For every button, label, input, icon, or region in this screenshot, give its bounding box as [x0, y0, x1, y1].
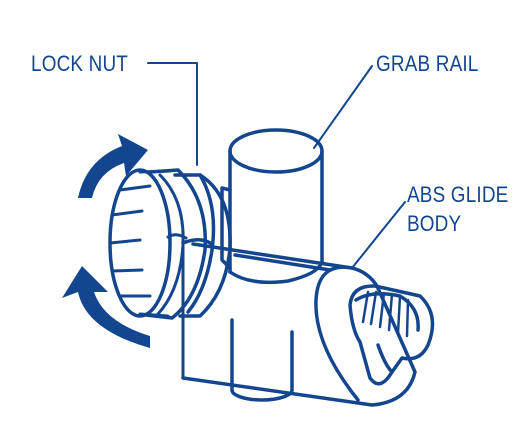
holder-ribs [361, 290, 410, 338]
grab-rail-upper [220, 128, 324, 285]
abs-glide-body-leader-line [351, 201, 406, 269]
grab-rail-label: GRAB RAIL [376, 51, 479, 76]
glide-body [181, 238, 435, 407]
shower-holder-cradle [348, 284, 435, 386]
lock-nut-leader-line [147, 62, 198, 166]
leader-lines [147, 62, 406, 269]
grab-rail-leader-line [313, 65, 373, 149]
lock-nut-grip-ridges [108, 169, 185, 318]
rotate-counterclockwise-arrow-icon [62, 266, 150, 348]
abs-glide-body-label-line1: ABS GLIDE [407, 182, 509, 207]
rotate-clockwise-arrow-icon [78, 134, 148, 198]
lock-nut [108, 168, 232, 320]
lock-nut-label: LOCK NUT [31, 51, 129, 76]
abs-glide-body-label-line2: BODY [407, 211, 462, 236]
